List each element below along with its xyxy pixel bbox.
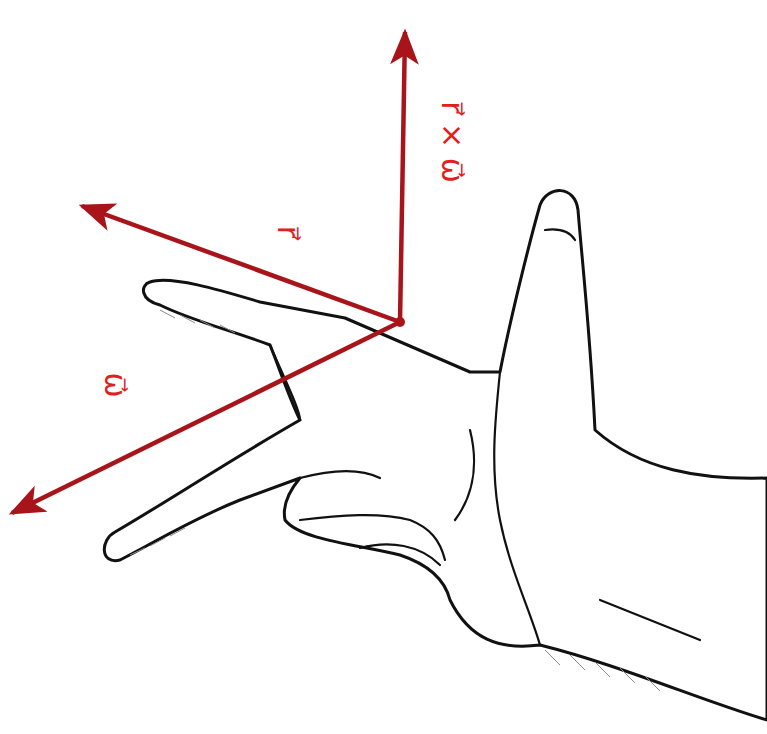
omega-arrow (12, 322, 400, 513)
hatching (130, 310, 660, 691)
vector-label: r⃗ (272, 226, 305, 238)
origin-dot (395, 317, 405, 327)
r-arrow (82, 206, 400, 322)
vector-label: ω⃗ (99, 372, 132, 397)
vector-label: r⃗ × ω⃗ (436, 101, 469, 183)
vector-arrows (12, 32, 405, 513)
hand-outline (104, 191, 767, 720)
cross-product-arrow (400, 32, 405, 322)
hand-details (270, 229, 700, 645)
